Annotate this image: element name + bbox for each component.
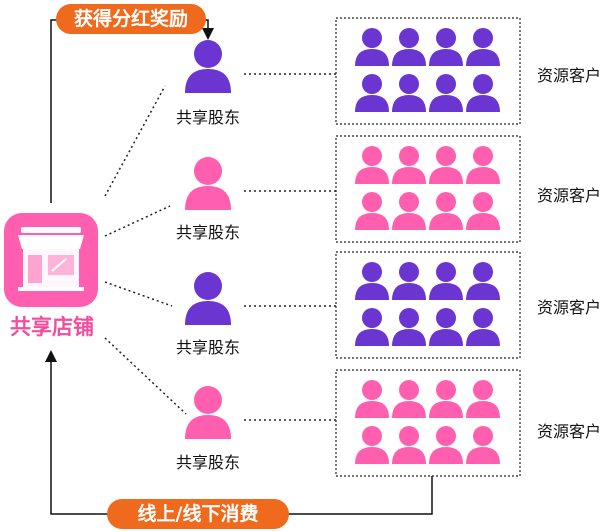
fan-line — [104, 281, 173, 307]
shareholder-person-icon — [185, 157, 231, 210]
fan-line — [104, 205, 171, 237]
customer-person-icon — [466, 380, 500, 418]
customer-person-icon — [392, 74, 426, 112]
consumption-badge: 线上/线下消费 — [107, 499, 289, 529]
shareholder-label: 共享股东 — [175, 338, 240, 357]
shareholder-label: 共享股东 — [175, 453, 240, 472]
fan-line — [104, 85, 166, 197]
customer-person-icon — [392, 308, 426, 346]
customer-person-icon — [355, 426, 389, 464]
customer-person-icon — [429, 308, 463, 346]
customer-person-icon — [429, 192, 463, 230]
shareholder-person-icon — [185, 386, 231, 439]
customer-person-icon — [466, 308, 500, 346]
customer-person-icon — [355, 262, 389, 300]
customer-person-icon — [466, 74, 500, 112]
customer-person-icon — [429, 74, 463, 112]
shop-tile — [4, 213, 98, 307]
customers-box — [335, 251, 521, 359]
customer-person-icon — [466, 146, 500, 184]
customer-person-icon — [355, 28, 389, 66]
customer-person-icon — [429, 262, 463, 300]
customer-person-icon — [355, 380, 389, 418]
customers-box — [335, 369, 521, 477]
customer-person-icon — [392, 28, 426, 66]
customer-person-icon — [392, 192, 426, 230]
customers-label: 资源客户 — [537, 298, 602, 317]
shareholder-label: 共享股东 — [175, 223, 240, 242]
customer-person-icon — [392, 380, 426, 418]
shop-label: 共享店铺 — [10, 315, 94, 339]
customers-box — [335, 17, 521, 125]
customer-person-icon — [466, 192, 500, 230]
customer-person-icon — [466, 28, 500, 66]
customers-label: 资源客户 — [537, 66, 602, 85]
customer-person-icon — [466, 262, 500, 300]
shareholder-label: 共享股东 — [175, 108, 240, 127]
customer-person-icon — [429, 28, 463, 66]
customer-person-icon — [429, 380, 463, 418]
customers-label: 资源客户 — [537, 186, 602, 205]
reward-badge: 获得分红奖励 — [56, 4, 206, 34]
customer-person-icon — [355, 146, 389, 184]
customer-person-icon — [392, 262, 426, 300]
fan-line — [104, 337, 187, 415]
customers-box — [335, 135, 521, 243]
customer-person-icon — [429, 426, 463, 464]
storefront-icon — [18, 227, 84, 291]
customer-person-icon — [392, 146, 426, 184]
customer-person-icon — [355, 74, 389, 112]
shareholder-person-icon — [185, 40, 231, 93]
shareholder-person-icon — [185, 272, 231, 325]
customer-person-icon — [355, 308, 389, 346]
customer-person-icon — [466, 426, 500, 464]
customer-person-icon — [355, 192, 389, 230]
customers-label: 资源客户 — [537, 422, 602, 441]
customer-person-icon — [429, 146, 463, 184]
customer-person-icon — [392, 426, 426, 464]
